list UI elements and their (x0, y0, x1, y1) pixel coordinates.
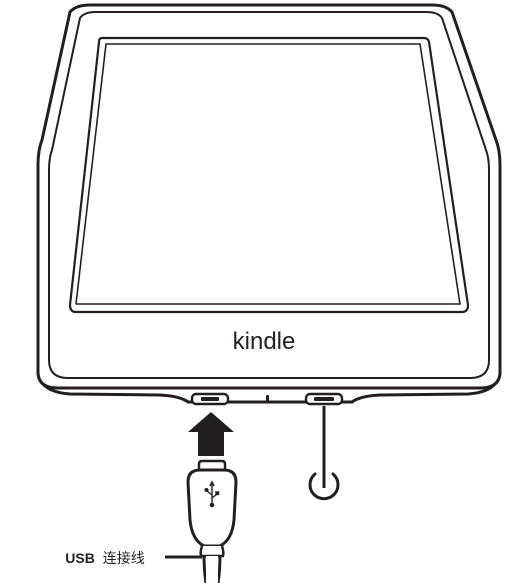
kindle-device: kindle (38, 5, 500, 402)
insert-arrow-icon (188, 412, 234, 456)
power-button (306, 394, 342, 404)
usb-cable (188, 461, 236, 583)
usb-port (192, 394, 228, 404)
usb-callout-prefix: USB (65, 550, 95, 566)
usb-strain-relief (201, 546, 224, 556)
device-bottom-ports (192, 394, 342, 404)
device-brand-label: kindle (233, 328, 296, 355)
device-screen (76, 44, 460, 304)
charge-indicator-light (266, 395, 269, 403)
usb-callout-label: USB 连接线 (65, 550, 144, 566)
usb-callout-suffix: 连接线 (103, 550, 145, 566)
